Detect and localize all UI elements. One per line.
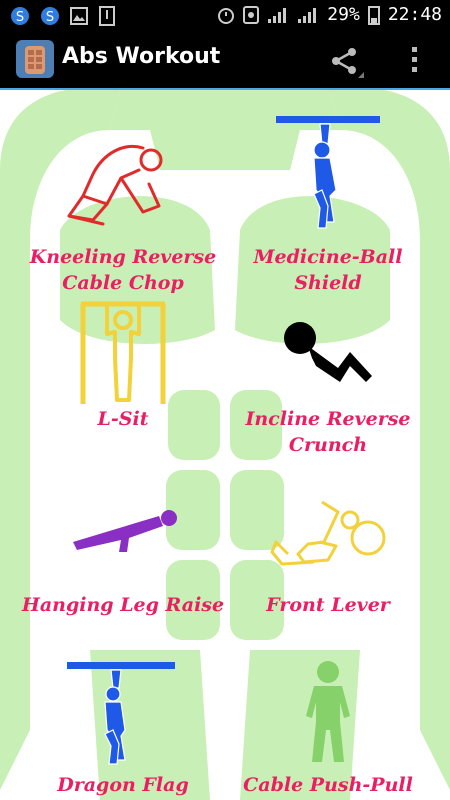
- sync-icon-2: S: [41, 7, 59, 25]
- battery-icon: [367, 5, 380, 25]
- exercise-tile[interactable]: Dragon Flag: [13, 660, 233, 798]
- exercise-tile[interactable]: Kneeling Reverse Cable Chop: [13, 134, 233, 296]
- exercise-tile[interactable]: Hanging Leg Raise: [13, 482, 233, 618]
- image-icon: [70, 7, 88, 25]
- standing-figure-icon: [306, 661, 350, 762]
- exercise-grid: Kneeling Reverse Cable Chop Medicine-Bal…: [0, 90, 450, 800]
- sync-icon: S: [11, 7, 29, 25]
- overflow-menu-button[interactable]: [406, 44, 422, 76]
- pullup-figure-icon: [80, 301, 166, 404]
- plank-figure-icon: [73, 510, 177, 552]
- notification-icons: S S: [10, 6, 116, 26]
- exercise-tile[interactable]: L-Sit: [13, 296, 233, 432]
- exercise-label: L-Sit: [97, 408, 149, 430]
- app-title: Abs Workout: [62, 44, 221, 69]
- system-icons: 29% 22:48: [217, 4, 442, 25]
- clock: 22:48: [387, 4, 442, 25]
- kneeling-figure-icon: [67, 145, 163, 226]
- exercise-label: Medicine-Ball Shield: [253, 246, 403, 294]
- crunch-figure-icon: [284, 322, 372, 382]
- seated-figure-icon: [270, 500, 386, 566]
- signal-icon-2: [298, 7, 317, 23]
- alarm-icon: [218, 7, 235, 24]
- exercise-label: Incline Reverse Crunch: [245, 408, 411, 456]
- hanging-figure-blue-icon: [276, 116, 380, 229]
- exercise-label: Front Lever: [266, 594, 390, 616]
- exercise-tile[interactable]: Incline Reverse Crunch: [218, 296, 438, 458]
- status-bar: S S 29% 22:48: [0, 0, 450, 32]
- file-download-icon: [99, 6, 115, 26]
- exercise-tile[interactable]: Cable Push-Pull: [218, 660, 438, 798]
- exercise-tile[interactable]: Front Lever: [218, 482, 438, 618]
- app-bar-divider: [0, 88, 450, 90]
- share-button[interactable]: [328, 44, 364, 78]
- battery-percent: 29%: [327, 4, 360, 25]
- background-torso-figure: [0, 90, 450, 800]
- hanging-figure-blue-icon: [67, 662, 175, 765]
- exercise-label: Dragon Flag: [57, 774, 189, 796]
- exercise-label: Cable Push-Pull: [243, 774, 413, 796]
- vpn-icon: [243, 5, 260, 24]
- more-vert-icon: [412, 47, 417, 72]
- share-icon: [332, 48, 364, 78]
- svg-text:S: S: [46, 10, 54, 25]
- exercise-tile[interactable]: Medicine-Ball Shield: [218, 110, 438, 296]
- svg-text:S: S: [16, 10, 24, 25]
- exercise-label: Kneeling Reverse Cable Chop: [29, 246, 217, 294]
- app-bar: Abs Workout: [0, 32, 450, 88]
- signal-icon: [268, 7, 287, 23]
- exercise-label: Hanging Leg Raise: [21, 594, 225, 616]
- app-logo-icon: [16, 40, 54, 78]
